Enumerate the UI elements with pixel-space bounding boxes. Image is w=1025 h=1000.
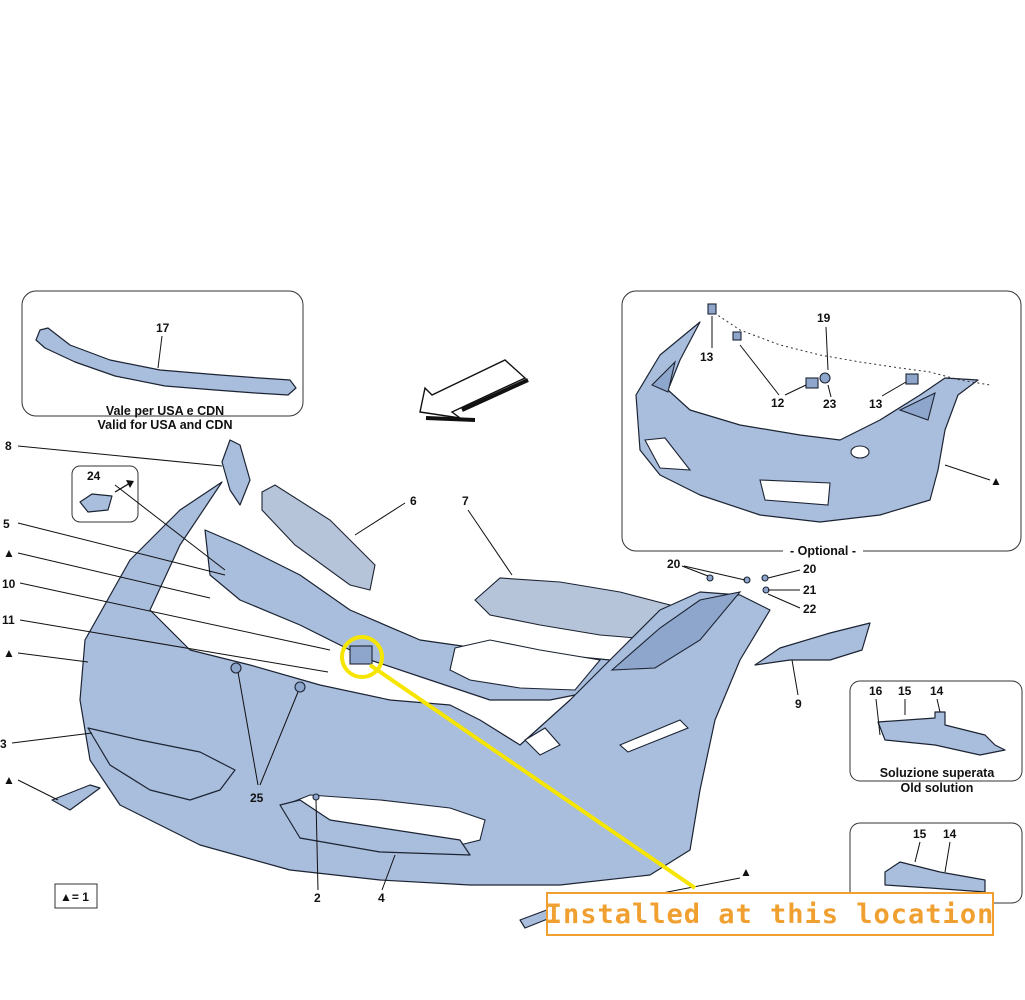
part-6-grille[interactable] [261, 484, 376, 591]
label-15-new: 15 [913, 827, 927, 841]
inset-clip: 24 [71, 465, 139, 523]
legend: ▲= 1 [54, 883, 98, 909]
label-20a: 20 [667, 557, 681, 571]
main-bumper [51, 439, 871, 929]
triangle-marker: ▲ [3, 646, 15, 660]
inset-old-solution: 16 15 14 Soluzione superata Old solution [849, 680, 1023, 795]
label-14-new: 14 [943, 827, 957, 841]
label-12: 12 [771, 396, 785, 410]
label-8: 8 [5, 439, 12, 453]
label-13a: 13 [700, 350, 714, 364]
part-17-reinforcement[interactable] [35, 327, 297, 396]
label-9: 9 [795, 697, 802, 711]
label-21: 21 [803, 583, 817, 597]
label-13b: 13 [869, 397, 883, 411]
label-14: 14 [930, 684, 944, 698]
label-25: 25 [250, 791, 264, 805]
label-10: 10 [2, 577, 16, 591]
highlight-circle [340, 635, 384, 679]
label-2: 2 [314, 891, 321, 905]
triangle-marker: ▲ [740, 865, 752, 879]
optional-title: - Optional - [790, 544, 856, 558]
label-7: 7 [462, 494, 469, 508]
label-6: 6 [410, 494, 417, 508]
old-solution-caption-it: Soluzione superata [880, 766, 996, 780]
direction-arrow-icon [419, 359, 529, 422]
callout-text: Installed at this location [545, 898, 995, 930]
usa-caption-en: Valid for USA and CDN [98, 418, 233, 432]
installed-component[interactable] [349, 645, 373, 665]
triangle-marker: ▲ [3, 773, 15, 787]
label-11: 11 [2, 613, 15, 627]
part-3-lip[interactable] [87, 727, 236, 801]
usa-caption-it: Vale per USA e CDN [106, 404, 224, 418]
label-16: 16 [869, 684, 883, 698]
label-15: 15 [898, 684, 912, 698]
sensor-icon[interactable] [805, 377, 819, 389]
part-8-panel[interactable] [221, 439, 251, 506]
label-20b: 20 [803, 562, 817, 576]
triangle-marker: ▲ [990, 474, 1002, 488]
label-19: 19 [817, 311, 831, 325]
location-highlight [340, 635, 697, 890]
inset-optional: 13 19 12 23 13 ▲ - Optional - [621, 290, 1022, 558]
old-solution-caption-en: Old solution [901, 781, 974, 795]
legend-label: ▲= 1 [60, 890, 89, 904]
label-23: 23 [823, 397, 837, 411]
triangle-marker: ▲ [3, 546, 15, 560]
callout-box: Installed at this location [546, 892, 994, 936]
label-17: 17 [156, 321, 170, 335]
part-4-bumper-shell[interactable] [79, 481, 771, 886]
inset-new-solution: 15 14 [849, 822, 1023, 904]
label-3: 3 [0, 737, 7, 751]
sensor-icon[interactable] [905, 373, 919, 385]
label-4: 4 [378, 891, 385, 905]
part-9-panel[interactable] [754, 622, 871, 666]
label-24: 24 [87, 469, 101, 483]
label-22: 22 [803, 602, 817, 616]
inset-usa: 17 Vale per USA e CDN Valid for USA and … [21, 290, 304, 432]
label-5: 5 [3, 517, 10, 531]
